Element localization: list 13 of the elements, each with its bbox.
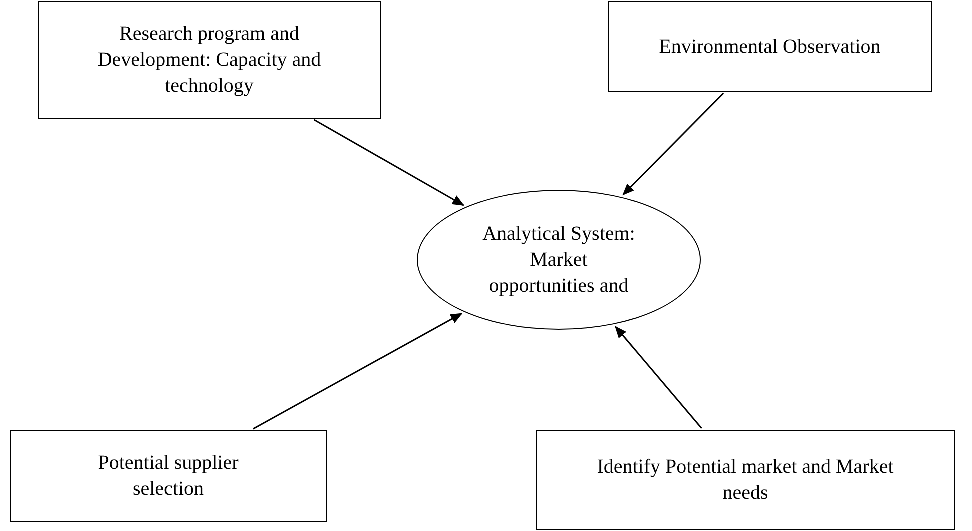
process-box	[38, 1, 381, 119]
node-text: Potential supplier selection	[97, 451, 240, 502]
arrow	[314, 119, 465, 206]
node-text: Analytical System: Market opportunities and	[482, 222, 636, 299]
arrow	[615, 326, 702, 429]
node-text: Identify Potential market and Market needs	[596, 455, 895, 506]
node-text: Research program and Development: Capacity and technology	[96, 22, 322, 99]
process-box	[608, 1, 932, 92]
arrow	[253, 313, 463, 430]
arrow	[622, 92, 724, 196]
process-box	[536, 430, 955, 530]
process-box	[10, 430, 327, 522]
node-text: Environmental Observation	[659, 34, 881, 60]
